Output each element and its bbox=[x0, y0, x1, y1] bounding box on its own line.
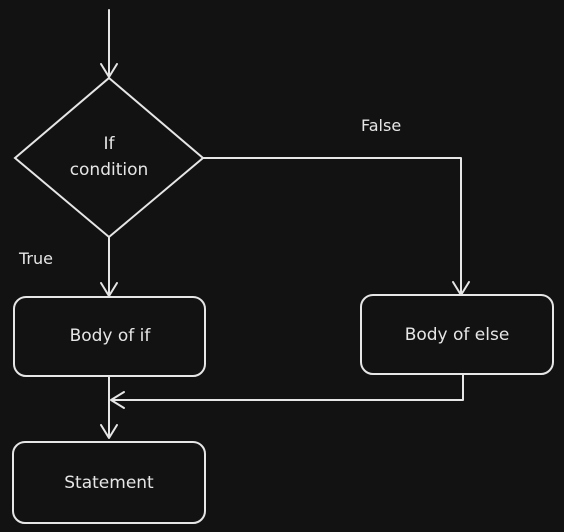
decision-label-line2: condition bbox=[70, 160, 149, 180]
decision-label-line1: If bbox=[104, 134, 116, 154]
false-label: False bbox=[361, 116, 401, 135]
if-to-statement-arrow bbox=[100, 375, 118, 439]
entry-arrow bbox=[100, 9, 118, 78]
body-of-if-node: Body of if bbox=[13, 296, 206, 377]
statement-node: Statement bbox=[12, 441, 206, 524]
true-arrow bbox=[100, 236, 118, 297]
decision-node: If condition bbox=[13, 76, 205, 239]
body-of-else-label: Body of else bbox=[405, 325, 510, 345]
body-of-else-node: Body of else bbox=[360, 294, 554, 375]
false-arrow bbox=[202, 157, 470, 296]
body-of-if-label: Body of if bbox=[70, 326, 152, 346]
else-merge-arrow bbox=[110, 373, 464, 409]
true-label: True bbox=[18, 249, 53, 268]
statement-label: Statement bbox=[64, 473, 154, 493]
